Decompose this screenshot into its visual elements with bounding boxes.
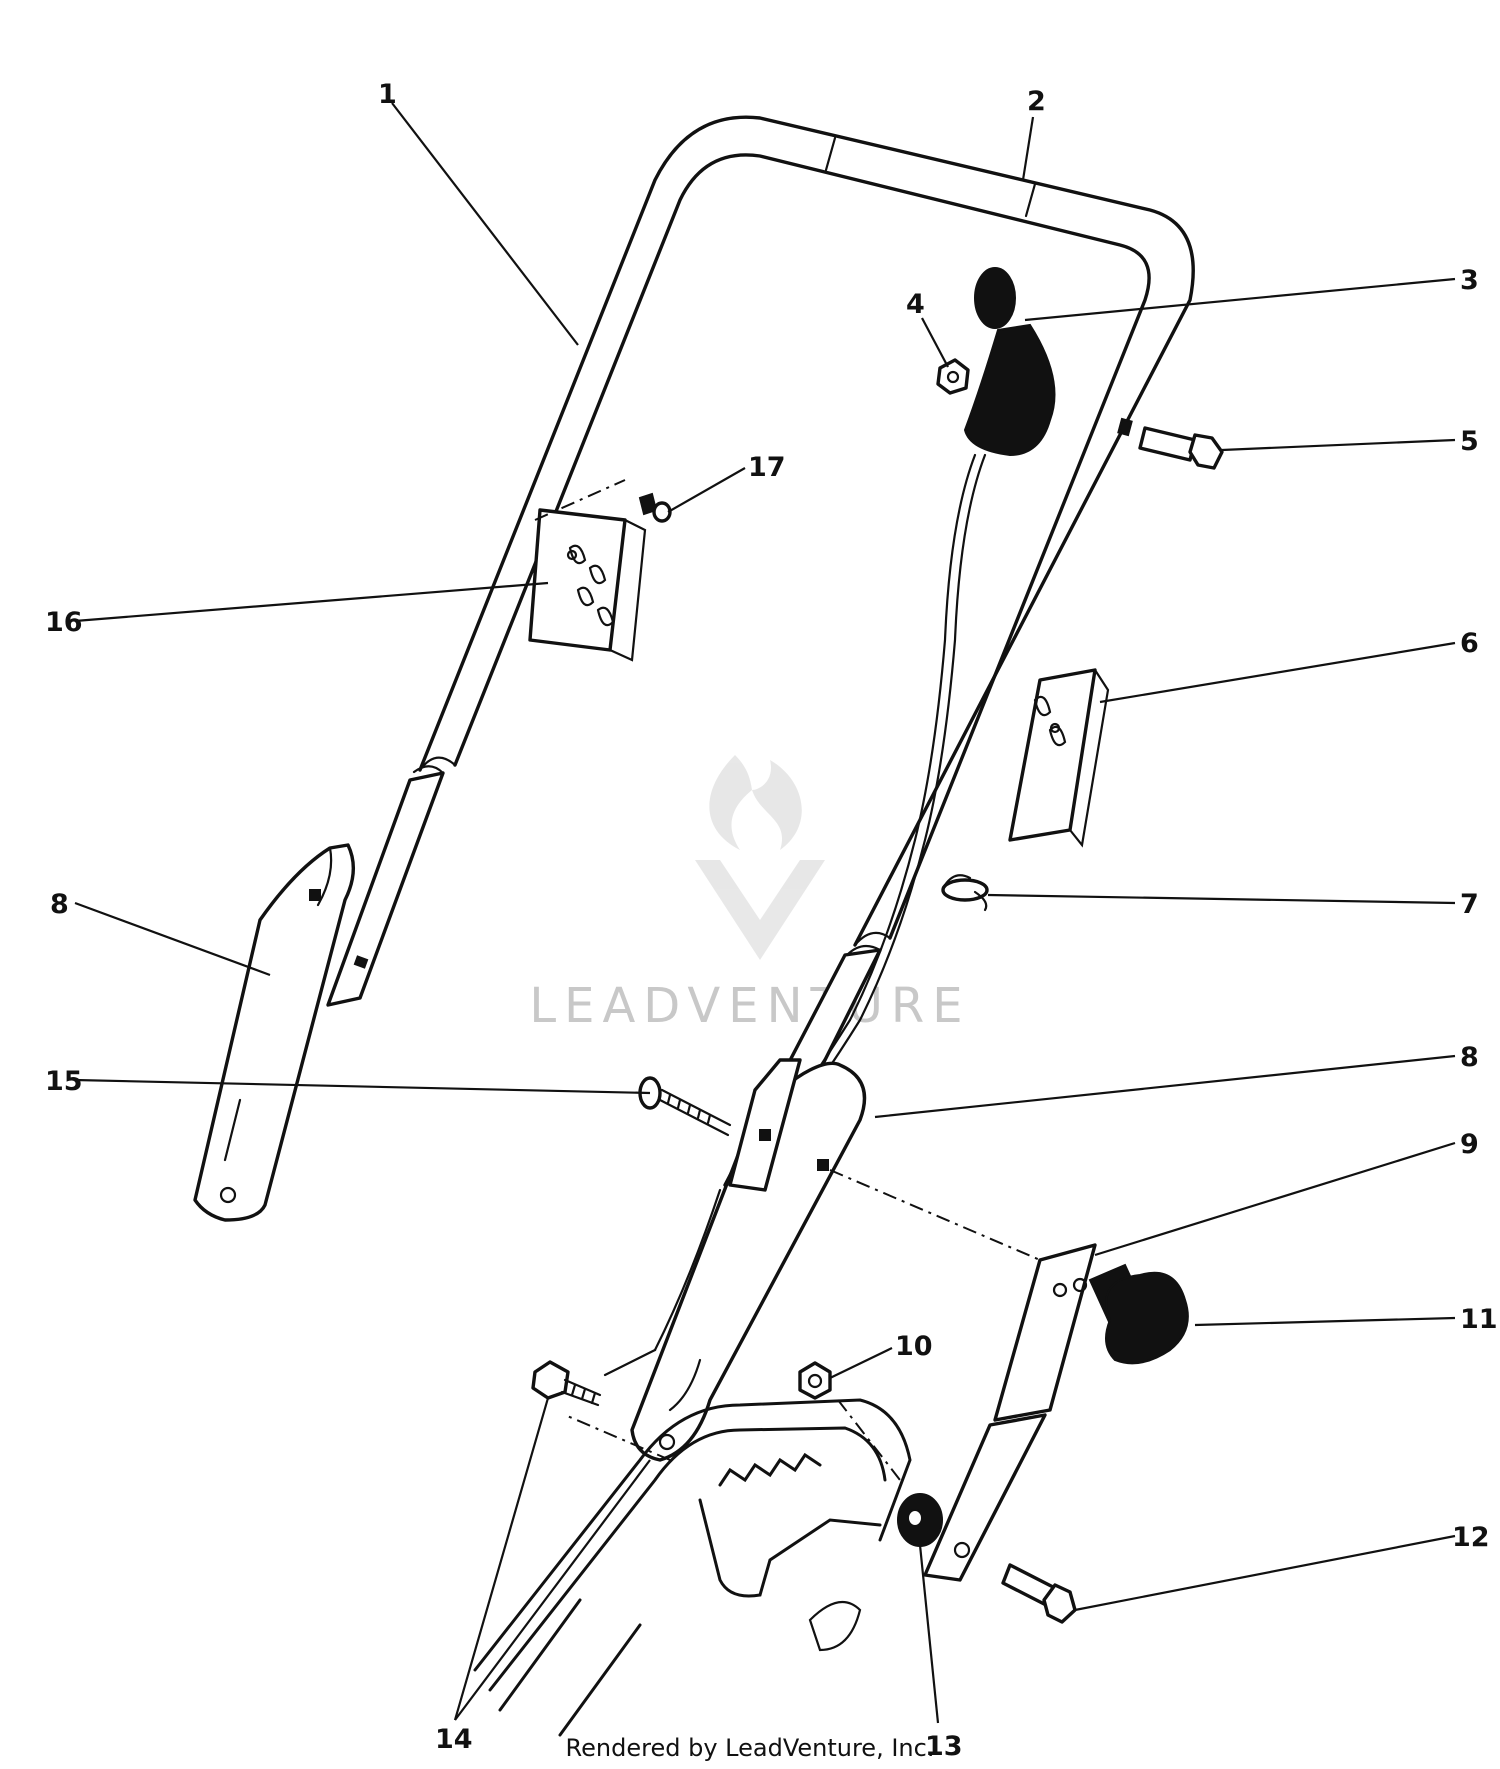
watermark-text: LEADVENTURE: [529, 978, 970, 1034]
callout-14: 14: [435, 1724, 473, 1755]
throttle-control: [743, 267, 1056, 1172]
callout-1: 1: [378, 79, 397, 110]
bolt-5: [1117, 417, 1224, 470]
callout-11: 11: [1460, 1304, 1498, 1335]
callouts: 1 2 3 4 5 6 7 8 8 9 10 11 12 13 14 15 16…: [45, 79, 1498, 1762]
callout-6: 6: [1460, 628, 1479, 659]
callout-8-left: 8: [50, 889, 69, 920]
callout-2: 2: [1027, 86, 1046, 117]
watermark: LEADVENTURE: [529, 755, 970, 1034]
callout-12: 12: [1452, 1522, 1490, 1553]
knob-11: [1088, 1263, 1189, 1365]
callout-15: 15: [45, 1066, 83, 1097]
flame-v-logo-icon: [695, 755, 825, 960]
callout-5: 5: [1460, 426, 1479, 457]
callout-10: 10: [895, 1331, 933, 1362]
clip-7: [941, 874, 989, 912]
callout-17: 17: [748, 452, 786, 483]
callout-9: 9: [1460, 1129, 1479, 1160]
callout-7: 7: [1460, 889, 1479, 920]
callout-8-right: 8: [1460, 1042, 1479, 1073]
bolt-12: [1001, 1563, 1077, 1624]
callout-4: 4: [906, 289, 925, 320]
cable-guide-6: [1008, 668, 1110, 848]
nut-10: [798, 1361, 832, 1400]
washer-13: [897, 1493, 943, 1547]
footer-credit: Rendered by LeadVenture, Inc.: [566, 1734, 935, 1762]
cable-guide-16: [528, 479, 647, 662]
callout-16: 16: [45, 607, 83, 638]
lower-handle-right: [630, 1058, 867, 1462]
mower-deck: [473, 1169, 1041, 1737]
bolt-15: [638, 1076, 732, 1137]
lower-handle-left: [193, 843, 355, 1222]
nut-4: [936, 358, 970, 395]
screw-17: [638, 492, 672, 523]
bracket-9: [923, 1243, 1097, 1582]
callout-3: 3: [1460, 265, 1479, 296]
callout-13: 13: [925, 1731, 963, 1762]
leader-lines: [74, 102, 1456, 1724]
bolt-14: [531, 1360, 602, 1407]
